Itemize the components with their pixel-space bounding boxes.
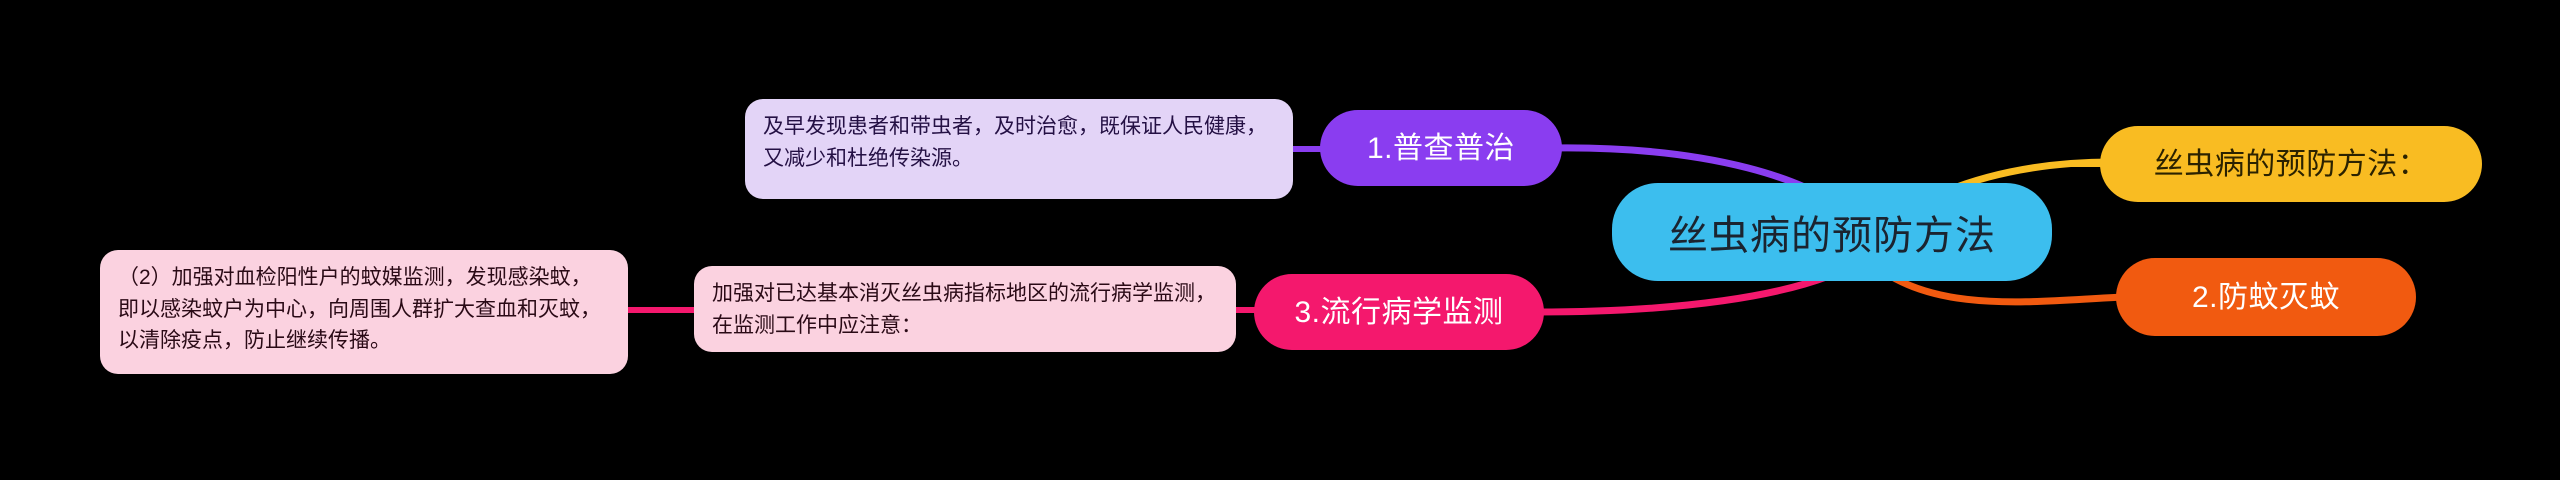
branch-node-mosquito-control[interactable]: 2.防蚊灭蚊 [2116,258,2416,336]
branch-node-epidemiology-label: 3.流行病学监测 [1294,295,1504,329]
note-box-census[interactable]: 及早发现患者和带虫者，及时治愈，既保证人民健康，又减少和杜绝传染源。 [745,99,1293,199]
note-box-epidemiology-text: 加强对已达基本消灭丝虫病指标地区的流行病学监测，在监测工作中应注意： [712,282,1216,337]
branch-node-census-label: 1.普查普治 [1366,131,1516,165]
note-box-epidemiology[interactable]: 加强对已达基本消灭丝虫病指标地区的流行病学监测，在监测工作中应注意： [694,266,1236,352]
branch-node-mosquito-control-label: 2.防蚊灭蚊 [2191,280,2341,314]
branch-node-epidemiology[interactable]: 3.流行病学监测 [1254,274,1544,350]
detail-box-epidemiology-text: （2）加强对血检阳性户的蚊媒监测，发现感染蚊，即以感染蚊户为中心，向周围人群扩大… [118,266,601,352]
branch-node-methods-label: 丝虫病的预防方法： [2153,147,2429,181]
detail-box-epidemiology[interactable]: （2）加强对血检阳性户的蚊媒监测，发现感染蚊，即以感染蚊户为中心，向周围人群扩大… [100,250,628,374]
note-box-census-text: 及早发现患者和带虫者，及时治愈，既保证人民健康，又减少和杜绝传染源。 [763,115,1267,170]
central-topic-node[interactable]: 丝虫病的预防方法 [1612,183,2052,281]
central-topic-label: 丝虫病的预防方法 [1668,214,1996,258]
branch-node-census[interactable]: 1.普查普治 [1320,110,1562,186]
branch-node-methods[interactable]: 丝虫病的预防方法： [2100,126,2482,202]
